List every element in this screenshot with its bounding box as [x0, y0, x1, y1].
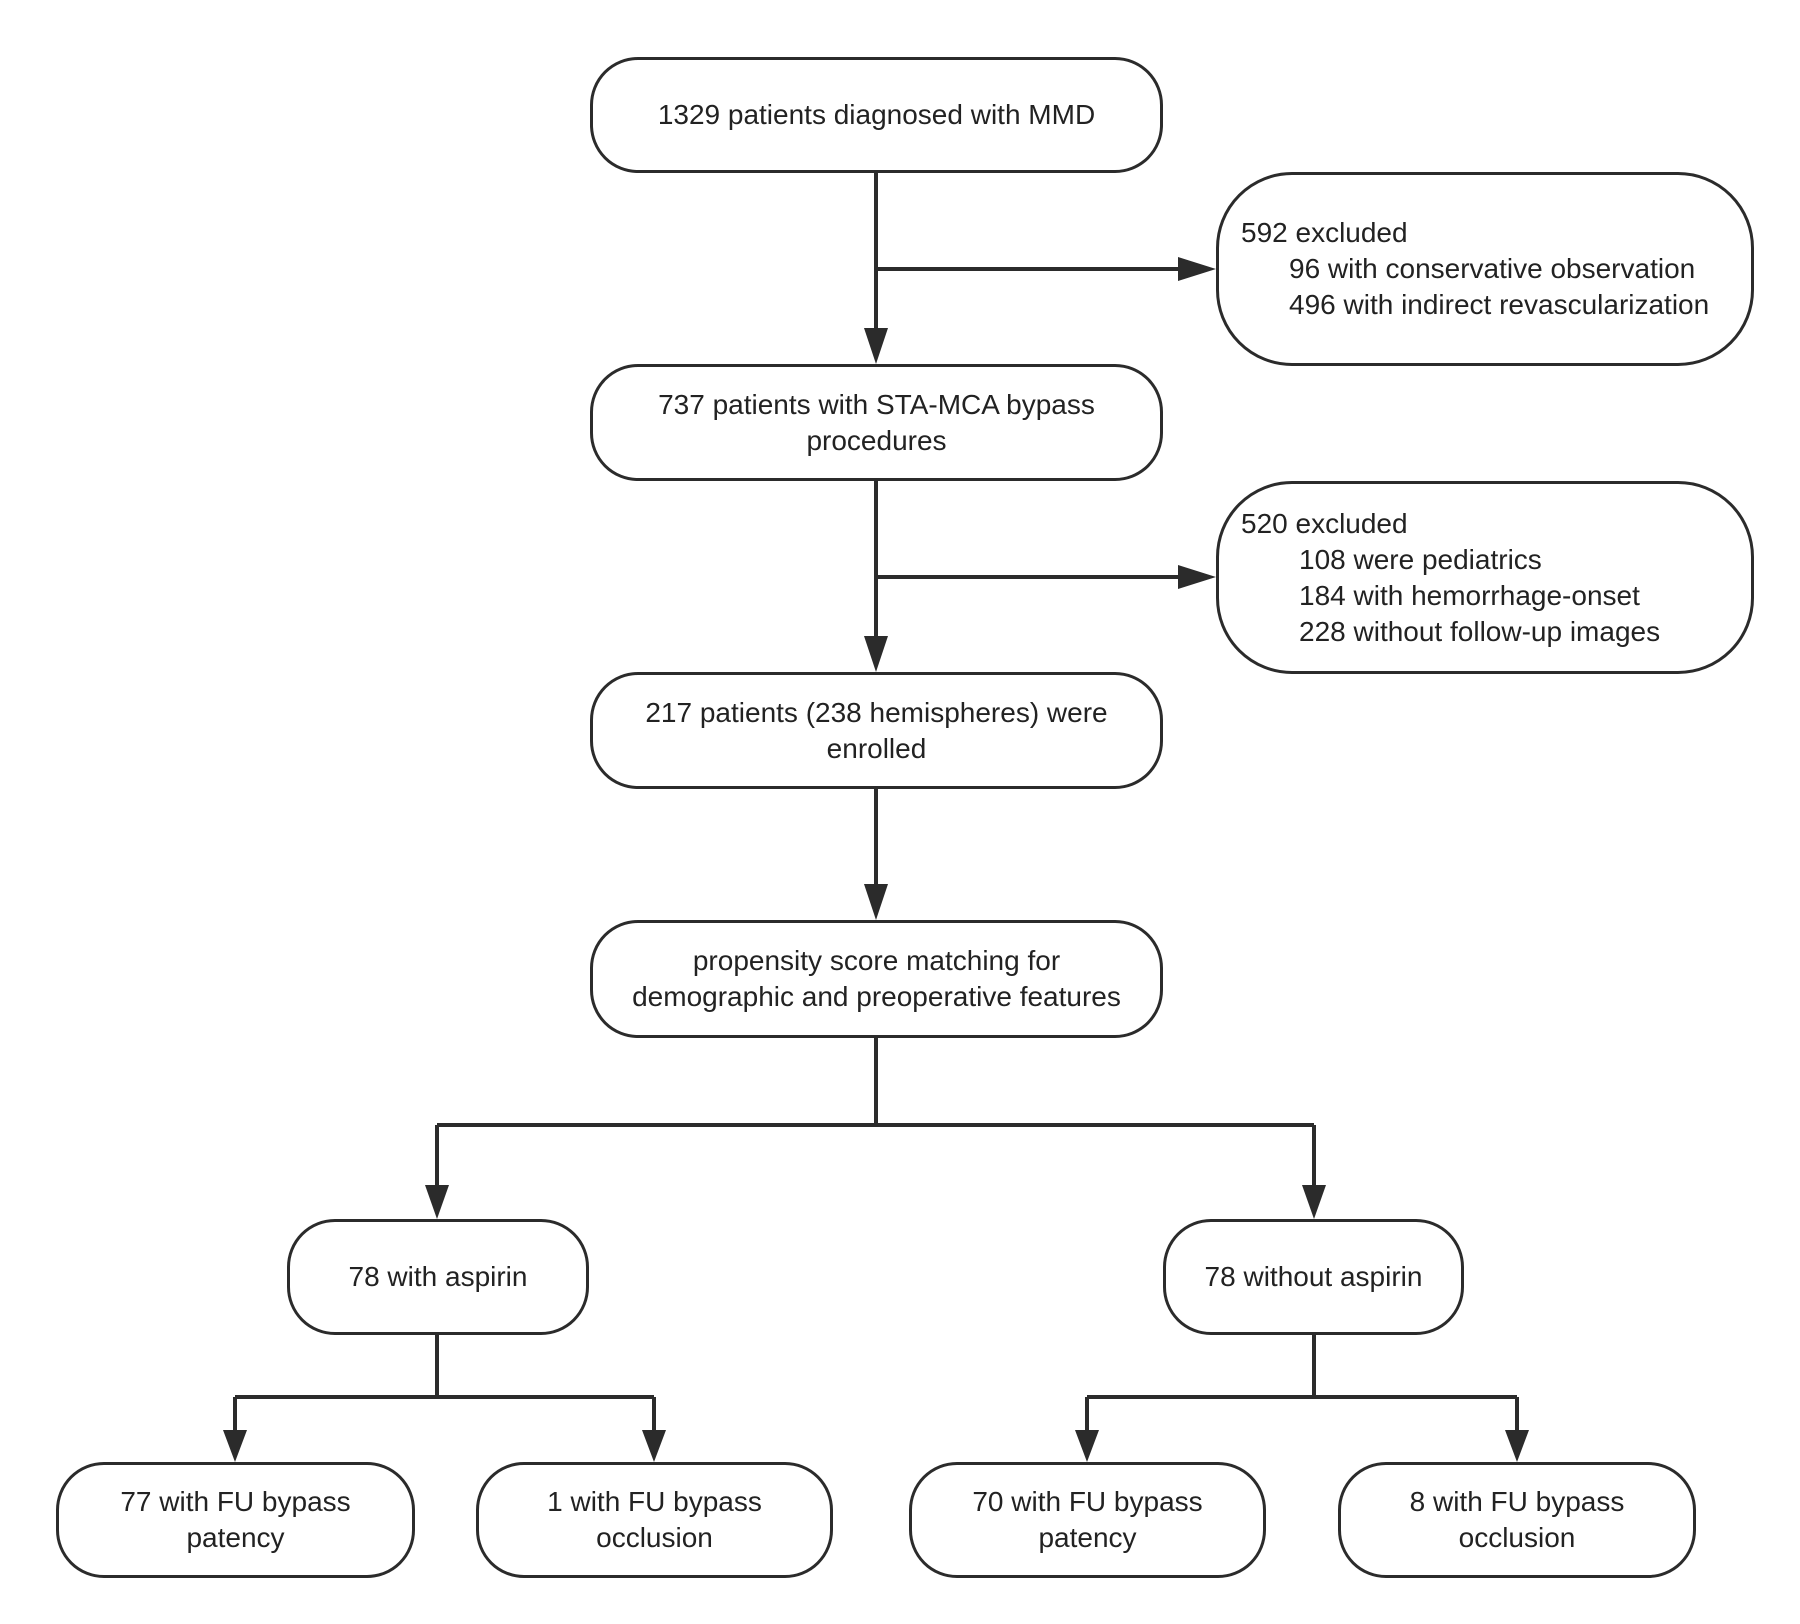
box-excluded-1: 592 excluded 96 with conservative observ…: [1216, 172, 1754, 366]
box-psm-text: propensity score matching for: [692, 945, 1061, 976]
box-asp-occlusion-text: 1 with FU bypass: [547, 1486, 762, 1517]
box-with-aspirin-text: 78 with aspirin: [348, 1261, 528, 1292]
arrowhead-noasp-patency: [1075, 1430, 1099, 1462]
arrowhead-asp-patency: [223, 1430, 247, 1462]
box-without-aspirin-text: 78 without aspirin: [1204, 1261, 1423, 1292]
arrowhead-excluded-2: [1178, 565, 1216, 589]
box-asp-patency: 77 with FU bypass patency: [56, 1462, 415, 1578]
excluded-1-item: 496 with indirect revascularization: [1289, 289, 1710, 320]
box-without-aspirin: 78 without aspirin: [1163, 1219, 1464, 1335]
excluded-2-item: 108 were pediatrics: [1299, 543, 1542, 575]
excluded-2-item: 184 with hemorrhage-onset: [1299, 579, 1640, 611]
box-enrolled-text: 217 patients (238 hemispheres) were: [645, 696, 1108, 728]
box-noasp-occlusion-text: 8 with FU bypass: [1409, 1486, 1625, 1517]
box-asp-occlusion-text: occlusion: [596, 1522, 713, 1553]
arrowhead-psm: [864, 884, 888, 920]
box-noasp-patency-text: patency: [1038, 1522, 1137, 1553]
box-asp-patency-text: patency: [186, 1522, 285, 1553]
box-bypass-text: procedures: [806, 424, 947, 456]
box-diagnosed: 1329 patients diagnosed with MMD: [590, 57, 1163, 173]
box-asp-patency-text: 77 with FU bypass: [120, 1486, 351, 1517]
arrowhead-excluded-1: [1178, 257, 1216, 281]
box-enrolled-text: enrolled: [826, 732, 927, 764]
box-with-aspirin: 78 with aspirin: [287, 1219, 589, 1335]
box-psm: propensity score matching for demographi…: [590, 920, 1163, 1038]
box-noasp-occlusion-text: occlusion: [1458, 1522, 1576, 1553]
box-bypass: 737 patients with STA-MCA bypass procedu…: [590, 364, 1163, 481]
box-psm-text: demographic and preoperative features: [632, 981, 1121, 1012]
box-bypass-text: 737 patients with STA-MCA bypass: [658, 388, 1095, 420]
box-enrolled: 217 patients (238 hemispheres) were enro…: [590, 672, 1163, 789]
arrowhead-bypass: [864, 328, 888, 364]
arrowhead-enrolled: [864, 636, 888, 672]
arrowhead-without-aspirin: [1302, 1185, 1326, 1219]
box-excluded-2: 520 excluded 108 were pediatrics 184 wit…: [1216, 481, 1754, 674]
box-asp-occlusion: 1 with FU bypass occlusion: [476, 1462, 833, 1578]
arrowhead-noasp-occlusion: [1505, 1430, 1529, 1462]
excluded-2-title: 520 excluded: [1241, 507, 1408, 539]
arrowhead-with-aspirin: [425, 1185, 449, 1219]
excluded-1-title: 592 excluded: [1241, 217, 1408, 248]
box-noasp-patency-text: 70 with FU bypass: [972, 1486, 1203, 1517]
arrowhead-asp-occlusion: [642, 1430, 666, 1462]
excluded-2-item: 228 without follow-up images: [1299, 615, 1661, 647]
box-noasp-occlusion: 8 with FU bypass occlusion: [1338, 1462, 1696, 1578]
excluded-1-item: 96 with conservative observation: [1289, 253, 1696, 284]
box-diagnosed-text: 1329 patients diagnosed with MMD: [657, 99, 1096, 130]
box-noasp-patency: 70 with FU bypass patency: [909, 1462, 1266, 1578]
